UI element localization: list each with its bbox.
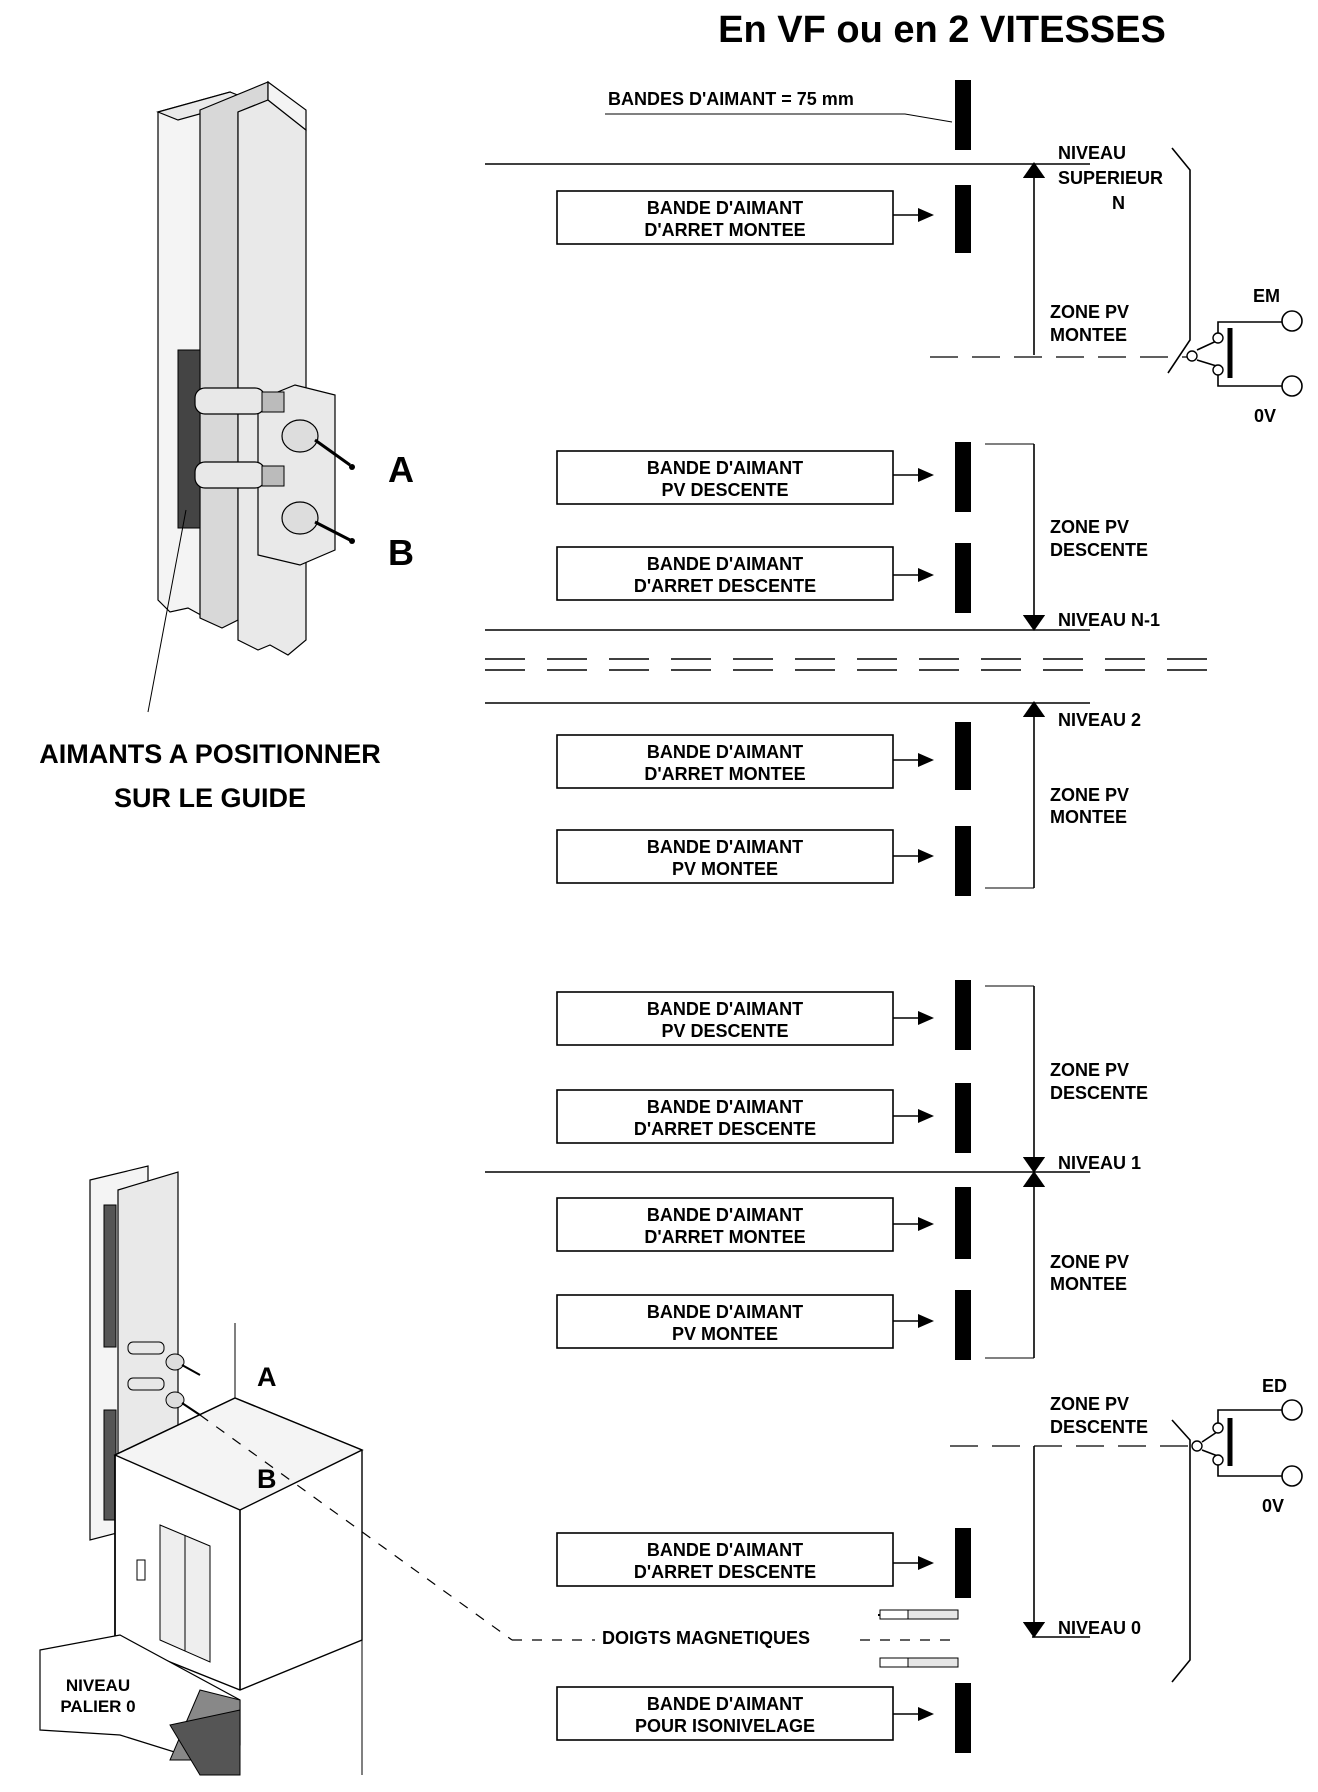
shaft-discontinuity: [485, 658, 1210, 671]
switch-ed: ED 0V: [1171, 1376, 1303, 1683]
magnetic-finger-upper: [878, 1609, 959, 1620]
svg-text:BANDE D'AIMANT: BANDE D'AIMANT: [647, 554, 803, 574]
level-0-label: NIVEAU 0: [1058, 1618, 1141, 1638]
svg-text:PV DESCENTE: PV DESCENTE: [661, 480, 788, 500]
magnet-width-leader: [605, 113, 953, 123]
magnet-box-4: BANDE D'AIMANT D'ARRET MONTEE: [556, 722, 971, 790]
zone-1-line2: MONTEE: [1050, 325, 1127, 345]
level-1-label: NIVEAU 1: [1058, 1153, 1141, 1173]
magnet-strip-2: [955, 442, 971, 512]
palier-line1: NIVEAU: [66, 1676, 130, 1695]
sensor-a-label-car: A: [257, 1362, 277, 1392]
sensor-b-label-top: B: [388, 532, 414, 573]
magnet-box-7: BANDE D'AIMANT D'ARRET DESCENTE: [556, 1083, 971, 1153]
svg-text:D'ARRET DESCENTE: D'ARRET DESCENTE: [634, 1562, 816, 1582]
palier-line2: PALIER 0: [60, 1697, 135, 1716]
reference-magnet-strip: [955, 80, 971, 150]
guide-caption-line2: SUR LE GUIDE: [114, 783, 306, 813]
diagram-title: En VF ou en 2 VITESSES: [718, 9, 1166, 51]
magnet-strip-7: [955, 1083, 971, 1153]
zone-3-line1: ZONE PV: [1050, 785, 1129, 805]
svg-text:D'ARRET DESCENTE: D'ARRET DESCENTE: [634, 576, 816, 596]
guide-rail-illustration: [147, 80, 355, 713]
level-2-label: NIVEAU 2: [1058, 710, 1141, 730]
magnet-strip-5: [955, 826, 971, 896]
switch-ed-label: ED: [1262, 1376, 1287, 1396]
magnet-strip-1: [955, 185, 971, 253]
magnet-box-1: BANDE D'AIMANT D'ARRET MONTEE: [556, 185, 971, 253]
svg-text:BANDE D'AIMANT: BANDE D'AIMANT: [647, 1302, 803, 1322]
magnet-strip-3: [955, 543, 971, 613]
svg-text:D'ARRET MONTEE: D'ARRET MONTEE: [644, 764, 805, 784]
magnet-box-6: BANDE D'AIMANT PV DESCENTE: [556, 980, 971, 1050]
svg-text:D'ARRET MONTEE: D'ARRET MONTEE: [644, 220, 805, 240]
svg-text:BANDE D'AIMANT: BANDE D'AIMANT: [647, 1694, 803, 1714]
sensor-a-label-top: A: [388, 449, 414, 490]
magnet-width-label: BANDES D'AIMANT = 75 mm: [608, 89, 854, 109]
magnet-strip-6: [955, 980, 971, 1050]
zone-1-line1: ZONE PV: [1050, 302, 1129, 322]
svg-text:D'ARRET MONTEE: D'ARRET MONTEE: [644, 1227, 805, 1247]
switch-em-label: EM: [1253, 286, 1280, 306]
svg-text:PV DESCENTE: PV DESCENTE: [661, 1021, 788, 1041]
magnet-strip-8: [955, 1187, 971, 1259]
svg-text:POUR ISONIVELAGE: POUR ISONIVELAGE: [635, 1716, 815, 1736]
svg-text:BANDE D'AIMANT: BANDE D'AIMANT: [647, 999, 803, 1019]
zone-3-line2: MONTEE: [1050, 807, 1127, 827]
zone-6-line1: ZONE PV: [1050, 1394, 1129, 1414]
sensor-a-illustration: [194, 387, 355, 470]
magnet-box-11: BANDE D'AIMANT POUR ISONIVELAGE: [556, 1683, 971, 1753]
svg-text:BANDE D'AIMANT: BANDE D'AIMANT: [647, 458, 803, 478]
level-top-line1: NIVEAU: [1058, 143, 1126, 163]
magnet-strip-4: [955, 722, 971, 790]
zone-5-line1: ZONE PV: [1050, 1252, 1129, 1272]
svg-text:BANDE D'AIMANT: BANDE D'AIMANT: [647, 837, 803, 857]
zone-4-line1: ZONE PV: [1050, 1060, 1129, 1080]
magnet-box-10: BANDE D'AIMANT D'ARRET DESCENTE: [556, 1528, 971, 1598]
zone-2-line2: DESCENTE: [1050, 540, 1148, 560]
svg-text:BANDE D'AIMANT: BANDE D'AIMANT: [647, 1540, 803, 1560]
svg-text:BANDE D'AIMANT: BANDE D'AIMANT: [647, 198, 803, 218]
switch-em: EM 0V: [1167, 147, 1303, 426]
car-sensor-b: [127, 1377, 201, 1416]
magnet-box-5: BANDE D'AIMANT PV MONTEE: [556, 826, 971, 896]
svg-text:BANDE D'AIMANT: BANDE D'AIMANT: [647, 1097, 803, 1117]
magnet-box-2: BANDE D'AIMANT PV DESCENTE: [556, 442, 971, 512]
magnet-box-8: BANDE D'AIMANT D'ARRET MONTEE: [556, 1187, 971, 1259]
car-sensor-a: [127, 1341, 201, 1376]
switch-em-0v: 0V: [1254, 406, 1276, 426]
doigts-label: DOIGTS MAGNETIQUES: [602, 1628, 810, 1648]
zone-6-line2: DESCENTE: [1050, 1417, 1148, 1437]
guide-caption-line1: AIMANTS A POSITIONNER: [39, 739, 381, 769]
sensor-b-label-car: B: [257, 1464, 277, 1494]
level-top-line3: N: [1112, 193, 1125, 213]
svg-text:BANDE D'AIMANT: BANDE D'AIMANT: [647, 742, 803, 762]
switch-ed-0v: 0V: [1262, 1496, 1284, 1516]
svg-text:PV MONTEE: PV MONTEE: [672, 859, 778, 879]
level-top-line2: SUPERIEUR: [1058, 168, 1163, 188]
lift-car-illustration: [39, 1165, 513, 1776]
magnetic-finger-lower: [879, 1657, 959, 1668]
magnet-box-3: BANDE D'AIMANT D'ARRET DESCENTE: [556, 543, 971, 613]
zone-5-line2: MONTEE: [1050, 1274, 1127, 1294]
svg-text:PV MONTEE: PV MONTEE: [672, 1324, 778, 1344]
zone-2-line1: ZONE PV: [1050, 517, 1129, 537]
magnet-strip-11: [955, 1683, 971, 1753]
svg-text:D'ARRET DESCENTE: D'ARRET DESCENTE: [634, 1119, 816, 1139]
level-n-minus-1-label: NIVEAU N-1: [1058, 610, 1160, 630]
svg-text:BANDE D'AIMANT: BANDE D'AIMANT: [647, 1205, 803, 1225]
magnet-strip-10: [955, 1528, 971, 1598]
zone-4-line2: DESCENTE: [1050, 1083, 1148, 1103]
magnet-strip-9: [955, 1290, 971, 1360]
sensor-b-illustration: [194, 461, 355, 544]
magnet-box-9: BANDE D'AIMANT PV MONTEE: [556, 1290, 971, 1360]
